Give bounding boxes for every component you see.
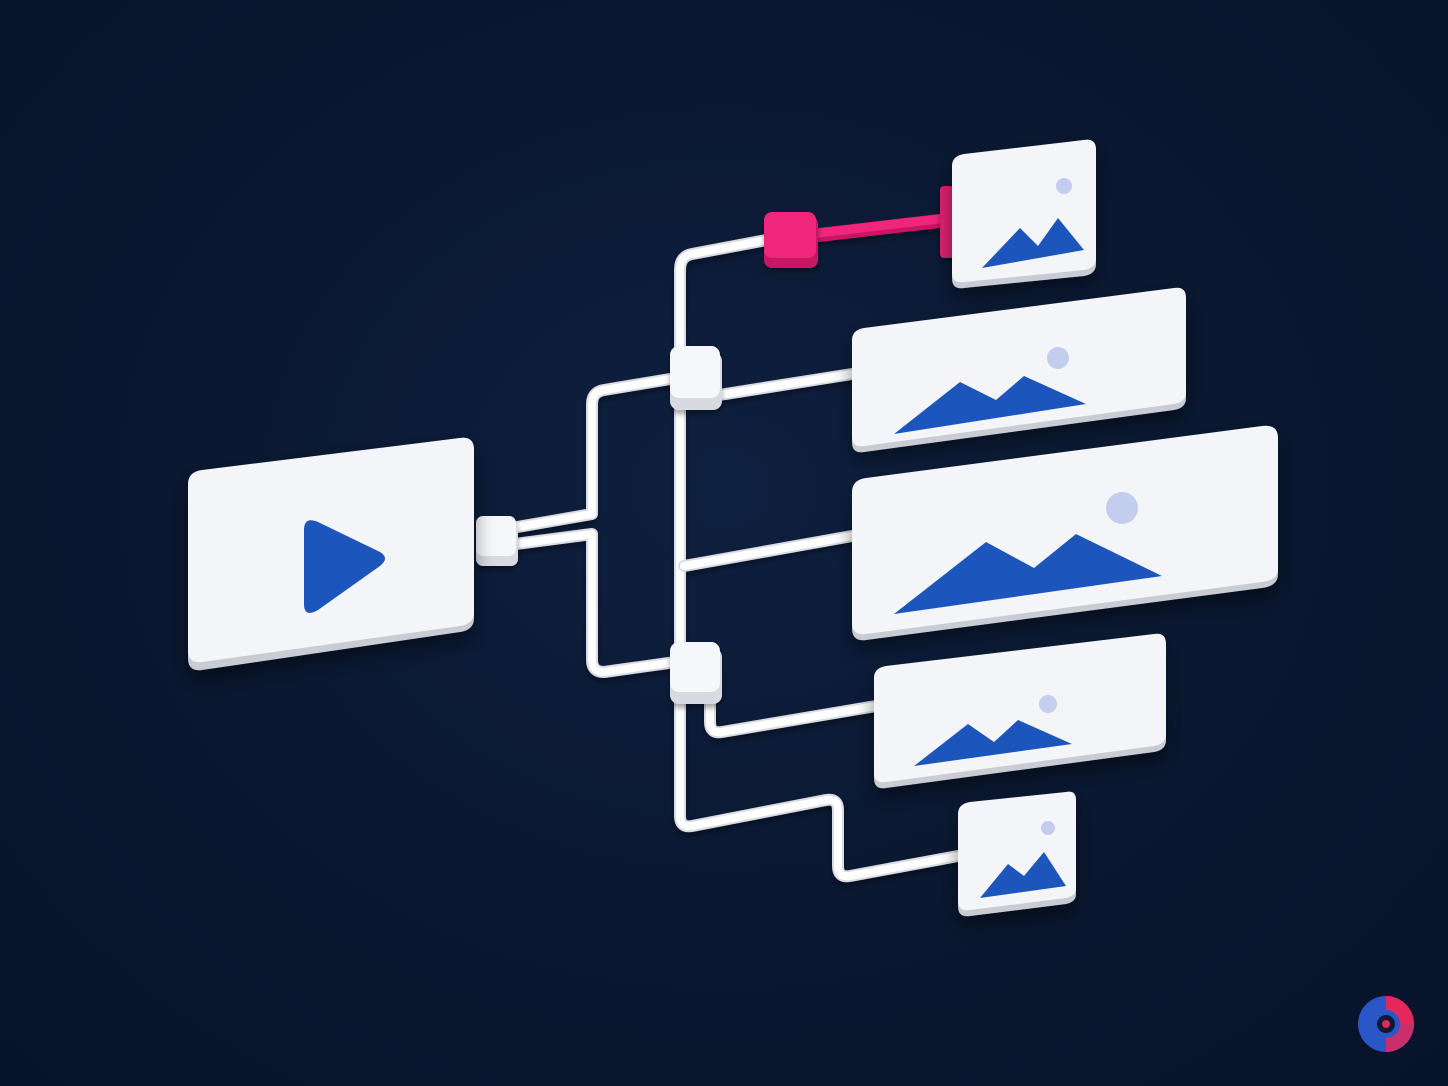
brand-logo-icon <box>1358 996 1414 1052</box>
image-icon <box>980 821 1066 898</box>
junction-highlighted <box>764 186 954 268</box>
image-icon <box>894 347 1086 434</box>
output-image-card-4 <box>874 633 1166 789</box>
connector-cables <box>494 213 964 883</box>
source-hub <box>476 516 518 566</box>
output-image-card-3 <box>852 425 1278 641</box>
play-icon <box>304 520 385 613</box>
image-icon <box>894 492 1162 614</box>
junction-upper <box>670 346 722 410</box>
output-image-card-5 <box>958 791 1076 917</box>
junction-lower <box>670 642 722 704</box>
output-image-card-2 <box>852 287 1186 453</box>
cable-source-lower-hl <box>496 530 694 676</box>
cable-spine-hl <box>676 232 962 881</box>
image-icon <box>982 178 1084 268</box>
output-image-card-1 <box>952 139 1096 289</box>
cable-source-upper-hl <box>496 372 692 534</box>
source-video-card <box>188 437 474 671</box>
image-icon <box>914 695 1072 766</box>
junction-cubes <box>476 186 954 704</box>
